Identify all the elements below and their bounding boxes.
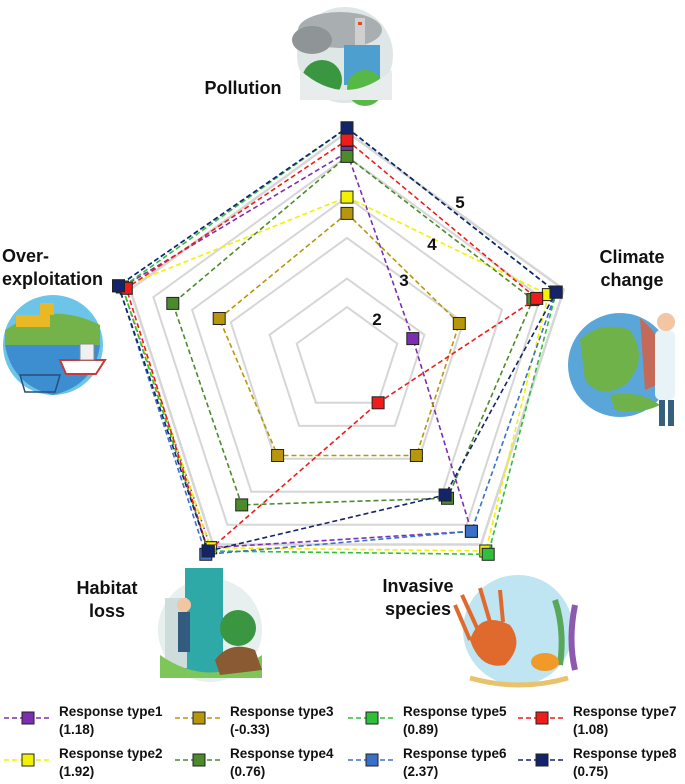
tick-label-4: 4 [427,235,437,254]
legend-item-6: Response type6 (2.37) [348,746,507,779]
data-point [406,332,420,346]
series-line [121,196,550,552]
legend-name: Response type5 [403,704,507,719]
legend-score: (-0.33) [230,722,270,737]
legend-marker [192,753,206,767]
legend-name: Response type1 [59,704,163,719]
legend-marker [365,711,379,725]
data-point [235,498,249,512]
grid-ring [295,305,399,404]
data-point [271,449,285,462]
series-7 [119,133,544,558]
series-line [218,212,461,457]
legend-score: (0.76) [230,764,265,779]
legend-item-2: Response type2 (1.92) [4,746,163,779]
grid-ring [128,130,566,546]
climate-change-illustration [568,313,675,426]
data-point [464,524,478,538]
legend-item-1: Response type1 (1.18) [4,704,163,737]
data-point [166,296,180,310]
data-point [340,121,354,135]
grid-ring [190,195,504,493]
data-point [212,312,226,325]
data-point [112,279,125,293]
pollution-illustration [292,7,393,106]
legend-item-7: Response type7 (1.08) [518,704,677,737]
axis-illustrations [3,7,675,688]
series-line [117,126,558,552]
legend-item-5: Response type5 (0.89) [348,704,507,737]
legend: Response type1 (1.18) Response type2 (1.92)… [4,704,677,779]
legend-item-4: Response type4 (0.76) [175,746,334,779]
series-line [117,126,558,556]
legend-marker [535,711,549,725]
tick-label-3: 3 [399,271,408,290]
grid-ring [152,155,542,526]
legend-score: (0.75) [573,764,608,779]
data-point [340,190,354,204]
series-5 [115,121,563,561]
grid-ring [268,277,426,427]
legend-name: Response type8 [573,746,677,761]
series-line [121,126,558,556]
tick-label-5: 5 [455,193,464,212]
legend-name: Response type7 [573,704,677,719]
legend-score: (1.18) [59,722,94,737]
data-point [481,547,495,561]
habitat-loss-illustration [158,568,262,682]
series-6 [112,121,563,561]
axis-label-5: Over-exploitation [2,246,103,289]
legend-name: Response type4 [230,746,334,761]
series-8 [112,121,563,558]
axis-label-1: Pollution [205,78,282,98]
data-point [201,544,215,558]
data-point [409,449,423,462]
grid-ring [229,236,465,460]
data-point [340,149,354,163]
series-3 [212,206,466,462]
over-exploitation-illustration [3,295,107,395]
data-point [438,488,452,502]
series-line [121,151,473,549]
legend-marker [21,711,35,725]
data-point [530,291,544,305]
legend-score: (0.89) [403,722,438,737]
series-4 [166,149,540,512]
series-line [171,155,534,506]
data-point [340,133,354,147]
legend-marker [535,753,549,767]
legend-item-8: Response type8 (0.75) [518,746,677,779]
data-point [452,317,466,330]
legend-name: Response type3 [230,704,334,719]
legend-score: (2.37) [403,764,438,779]
tick-label-2: 2 [372,310,381,329]
legend-name: Response type6 [403,746,507,761]
legend-score: (1.08) [573,722,608,737]
legend-name: Response type2 [59,746,163,761]
legend-marker [21,753,35,767]
legend-marker [192,711,206,725]
data-point [549,285,563,299]
legend-score: (1.92) [59,764,94,779]
data-point [340,206,354,220]
invasive-species-illustration [453,575,578,688]
legend-item-3: Response type3 (-0.33) [175,704,334,737]
data-point [371,396,385,410]
legend-marker [365,753,379,767]
